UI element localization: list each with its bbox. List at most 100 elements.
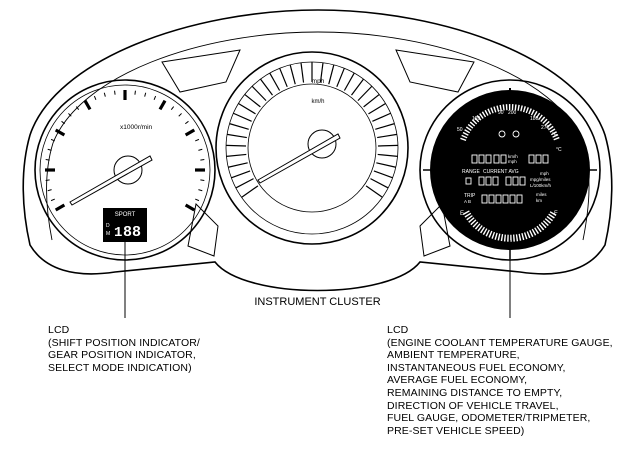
- right-callout-line: AVERAGE FUEL ECONOMY,: [387, 374, 528, 387]
- speedometer-tick: [357, 85, 373, 102]
- tachometer-needle: [69, 155, 153, 206]
- speedometer-tick: [241, 185, 259, 198]
- speedometer-tick: [228, 162, 248, 168]
- segment-row-1: [471, 154, 549, 164]
- tachometer-minor-tick: [45, 159, 50, 161]
- speedometer-tick: [235, 178, 254, 189]
- speedometer-tick: [231, 170, 251, 179]
- right-callout-line: FUEL GAUGE, ODOMETER/TRIPMETER,: [387, 412, 591, 425]
- tachometer-minor-tick: [61, 120, 66, 125]
- tachometer-minor-tick: [198, 189, 203, 192]
- right-callout-line: DIRECTION OF VEHICLE TRAVEL,: [387, 399, 559, 412]
- speedometer-tick: [377, 144, 398, 147]
- speedometer-tick: [260, 78, 273, 96]
- tachometer-hub: [113, 155, 143, 185]
- tachometer-minor-tick: [75, 106, 80, 111]
- speedometer-tick: [289, 64, 296, 85]
- multi-information-display: 50 120 90 200 180 270 °F °C km/h mph RAN…: [419, 79, 601, 261]
- tachometer: x1000r/min SPORT D M 1 8 8: [34, 79, 216, 261]
- tachometer-minor-tick: [200, 179, 205, 181]
- gear-prefix-digit: 1: [114, 225, 122, 241]
- left-callout-line: (SHIFT POSITION INDICATOR/: [48, 336, 200, 349]
- speedometer-unit-mph: mph: [312, 78, 325, 85]
- tachometer-minor-tick: [153, 95, 157, 100]
- right-callout-line: AMBIENT TEMPERATURE,: [387, 349, 520, 362]
- tachometer-minor-tick: [144, 92, 147, 97]
- fuel-unit-mph: mph: [540, 171, 549, 176]
- right-callout-heading: LCD: [387, 324, 409, 336]
- temp-label-120: 120: [472, 116, 481, 122]
- speedometer-tick: [370, 178, 389, 189]
- tachometer-minor-tick: [200, 159, 205, 161]
- right-callout-line: (ENGINE COOLANT TEMPERATURE GAUGE,: [387, 336, 613, 349]
- right-callout-line: REMAINING DISTANCE TO EMPTY,: [387, 386, 563, 399]
- temp-label-50: 50: [457, 127, 463, 133]
- speedometer-tick: [238, 102, 256, 115]
- speedometer-tick-marks: [226, 62, 398, 198]
- tachometer-minor-tick: [134, 90, 136, 95]
- tachometer-minor-tick: [84, 100, 88, 105]
- sport-mode-label: SPORT: [115, 212, 136, 218]
- upper-left-panel: [161, 49, 241, 93]
- speedometer: mph km/h: [215, 51, 409, 245]
- temp-label-270: 270: [541, 125, 550, 131]
- tachometer-minor-tick: [55, 129, 60, 133]
- segment-row-3: [481, 194, 523, 204]
- lcd-side-letter-m: M: [106, 231, 110, 237]
- right-callout-line: PRE-SET VEHICLE SPEED): [387, 424, 525, 437]
- diagram-title: INSTRUMENT CLUSTER: [254, 296, 381, 308]
- temp-label-180: 180: [530, 116, 539, 122]
- fuel-pump-icon: [465, 177, 472, 185]
- speedometer-tick: [226, 133, 247, 139]
- speedometer-tick: [328, 64, 335, 85]
- speedometer-tick: [368, 102, 386, 115]
- speed-unit-mph: mph: [508, 159, 517, 164]
- speedometer-tick: [279, 68, 288, 88]
- upper-right-panel: [395, 49, 475, 93]
- gear-digits-2: 8: [132, 224, 141, 241]
- speedometer-unit-kmh: km/h: [311, 99, 324, 105]
- segment-row-2: [478, 176, 526, 186]
- speedometer-tick: [319, 62, 324, 83]
- range-label: RANGE: [462, 169, 480, 175]
- speedometer-tick: [363, 93, 380, 108]
- speedometer-tick: [244, 93, 261, 108]
- speedometer-needle: [257, 133, 341, 184]
- temp-label-200: 200: [508, 110, 517, 116]
- speedometer-tick: [343, 72, 355, 91]
- speedometer-tick: [372, 112, 391, 122]
- tachometer-tick-marks: [45, 90, 205, 212]
- lcd-side-letter-d: D: [106, 223, 110, 229]
- speedometer-tick: [375, 123, 395, 130]
- tachometer-minor-tick: [162, 100, 166, 105]
- speed-unit-kmh: km/h: [508, 154, 518, 159]
- fuel-unit-l100km: L/100km/h: [530, 183, 552, 188]
- unit-f-label: °F: [552, 132, 557, 138]
- tachometer-minor-tick: [190, 129, 195, 133]
- speedometer-tick: [300, 62, 305, 83]
- odo-unit-km: km: [536, 198, 542, 203]
- tachometer-minor-tick: [170, 106, 175, 111]
- speedometer-tick: [377, 133, 398, 139]
- tachometer-minor-tick: [198, 148, 203, 151]
- lower-right-panel: [419, 202, 451, 257]
- left-callout-line: GEAR POSITION INDICATOR,: [48, 349, 196, 362]
- shift-position-lcd: SPORT D M 1 8 8: [103, 208, 147, 242]
- fuel-empty-label: E: [460, 211, 464, 217]
- speedometer-tick: [251, 85, 267, 102]
- speedometer-tick: [226, 144, 247, 147]
- speedometer-tick: [233, 112, 252, 122]
- tachometer-minor-tick: [45, 179, 50, 181]
- coolant-temp-icon: [498, 130, 520, 138]
- speedometer-tick: [377, 153, 398, 157]
- speedometer-tick: [269, 72, 281, 91]
- trip-ab-label: A B: [464, 199, 471, 204]
- speedometer-tick: [373, 170, 393, 179]
- tachometer-minor-tick: [195, 198, 200, 202]
- tachometer-minor-tick: [50, 138, 55, 142]
- tachometer-minor-tick: [50, 198, 55, 202]
- unit-c-label: °C: [556, 147, 562, 153]
- trip-label: TRIP: [464, 193, 476, 199]
- right-lcd-callout: LCD (ENGINE COOLANT TEMPERATURE GAUGE, A…: [387, 324, 613, 437]
